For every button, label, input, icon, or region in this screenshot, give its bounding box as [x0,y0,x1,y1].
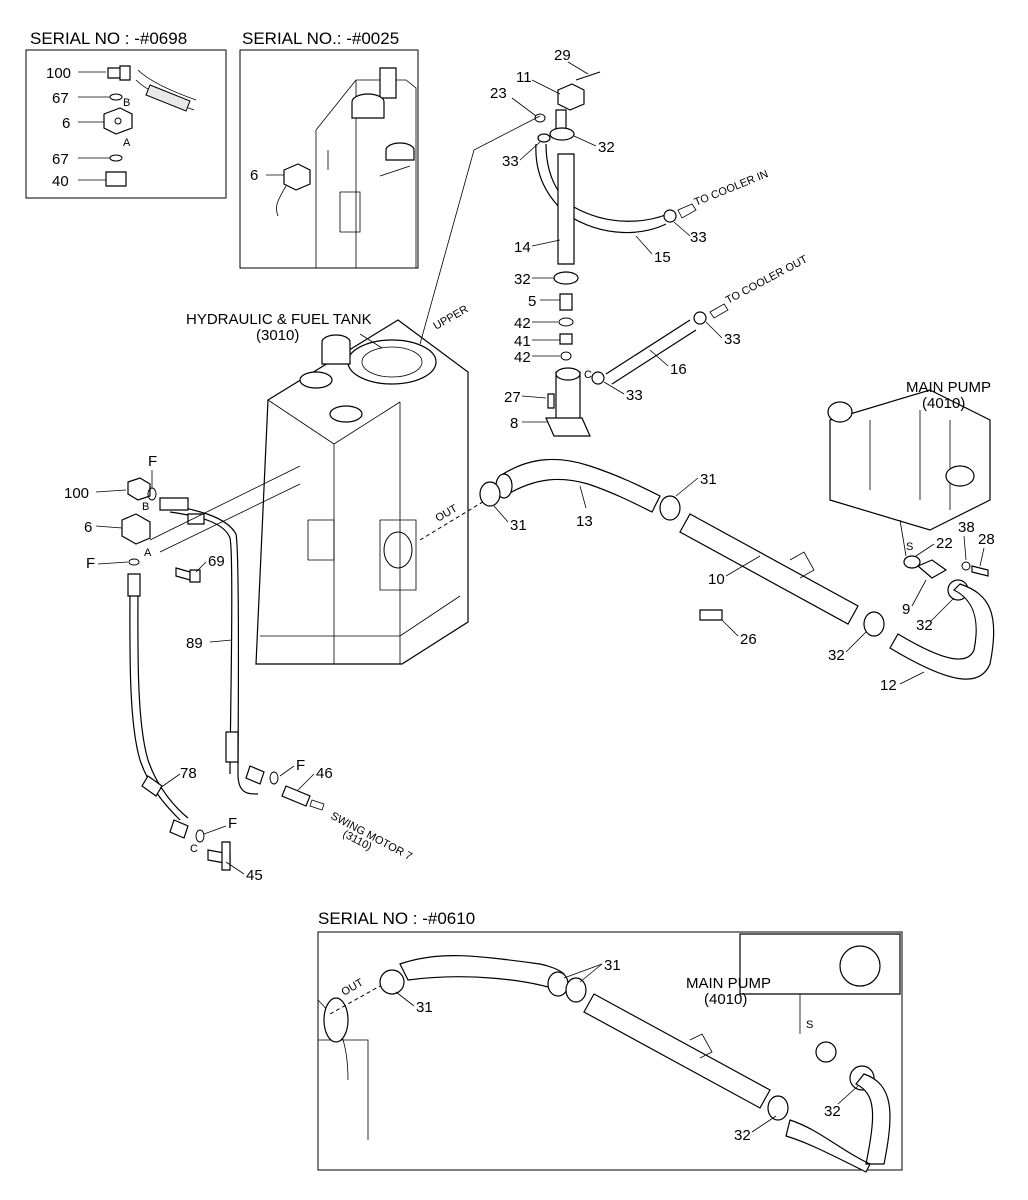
port-c-main: C [190,843,198,855]
port-c-filter: C [584,369,592,381]
callout-100-inset: 100 [46,65,71,82]
callout-41: 41 [514,333,531,350]
callout-28: 28 [978,531,995,548]
callout-15: 15 [654,249,671,266]
callout-46: 46 [316,765,333,782]
port-b-main: B [142,501,149,513]
callout-31b: 31 [700,471,717,488]
port-s-inset: S [806,1019,813,1031]
callout-f-a: F [148,453,157,470]
callout-16: 16 [670,361,687,378]
callout-67b-inset: 67 [52,151,69,168]
hydraulic-tank: HYDRAULIC & FUEL TANK (3010) UPPER OUT [186,115,541,665]
inset-title-0698: SERIAL NO : -#0698 [30,29,187,48]
port-a-inset: A [123,137,131,149]
callout-29: 29 [554,47,571,64]
filter-callouts: 29 11 23 32 33 33 14 15 32 5 42 41 42 27… [490,47,741,432]
callout-32d: 32 [916,617,933,634]
callout-33d: 33 [724,331,741,348]
inset-serial-0025: SERIAL NO.: -#0025 6 [239,29,419,269]
callout-32a: 32 [598,139,615,156]
callout-6-inset: 6 [62,115,70,132]
inset-serial-0610: SERIAL NO : -#0610 OUT S MAIN PUMP (4010… [317,909,903,1173]
pump-label-b: MAIN PUMP [686,975,771,992]
pump-code: (4010) [922,395,965,412]
callout-6-inset2: 6 [250,167,258,184]
callout-33a: 33 [502,153,519,170]
callout-11: 11 [516,69,532,86]
port-a-main: A [144,547,152,559]
main-pump: MAIN PUMP (4010) S 22 38 28 9 32 12 [827,379,995,694]
callout-32e: 32 [734,1127,751,1144]
callout-12: 12 [880,677,897,694]
suction-line: 31 31 13 10 26 32 [479,458,885,664]
inset-title-0610: SERIAL NO : -#0610 [318,909,475,928]
inset-serial-0698: SERIAL NO : -#0698 B A 100 67 6 67 40 [25,29,227,199]
upper-label: UPPER [432,303,471,332]
callout-32f: 32 [824,1103,841,1120]
port-s-pump: S [906,541,913,553]
callout-32c: 32 [828,647,845,664]
callout-8: 8 [510,415,518,432]
tank-label: HYDRAULIC & FUEL TANK [186,311,372,328]
callout-14: 14 [514,239,531,256]
callout-40-inset: 40 [52,173,69,190]
callout-45: 45 [246,867,263,884]
callout-78: 78 [180,765,197,782]
callout-9: 9 [902,601,910,618]
out-label-b: OUT [340,976,366,998]
callout-32b: 32 [514,271,531,288]
callout-31a: 31 [510,517,527,534]
pump-label: MAIN PUMP [906,379,991,396]
cooler-out-label: TO COOLER OUT [724,253,810,306]
tank-code: (3010) [256,327,299,344]
callout-f-b: F [86,555,95,572]
callout-89: 89 [186,635,203,652]
callout-38: 38 [958,519,975,536]
callout-27: 27 [504,389,521,406]
callout-f-d: F [228,815,237,832]
callout-6-main: 6 [84,519,92,536]
callout-26: 26 [740,631,757,648]
callout-67-inset: 67 [52,90,69,107]
filter-assembly: TO COOLER IN C TO COOLER OUT [534,71,810,437]
callout-100-main: 100 [64,485,89,502]
callout-f-c: F [296,757,305,774]
callout-10: 10 [708,571,725,588]
callout-31d: 31 [604,957,621,974]
callout-42a: 42 [514,315,531,332]
callout-22: 22 [936,535,953,552]
callout-13: 13 [576,513,593,530]
callout-33c: 33 [626,387,643,404]
inset-title-0025: SERIAL NO.: -#0025 [242,29,399,48]
cooler-in-label: TO COOLER IN [693,168,770,209]
callout-31c: 31 [416,999,433,1016]
callout-5: 5 [528,293,536,310]
callout-23: 23 [490,85,507,102]
callout-42b: 42 [514,349,531,366]
pump-code-b: (4010) [704,991,747,1008]
callout-69: 69 [208,553,225,570]
port-b-inset: B [123,97,130,109]
callout-33b: 33 [690,229,707,246]
